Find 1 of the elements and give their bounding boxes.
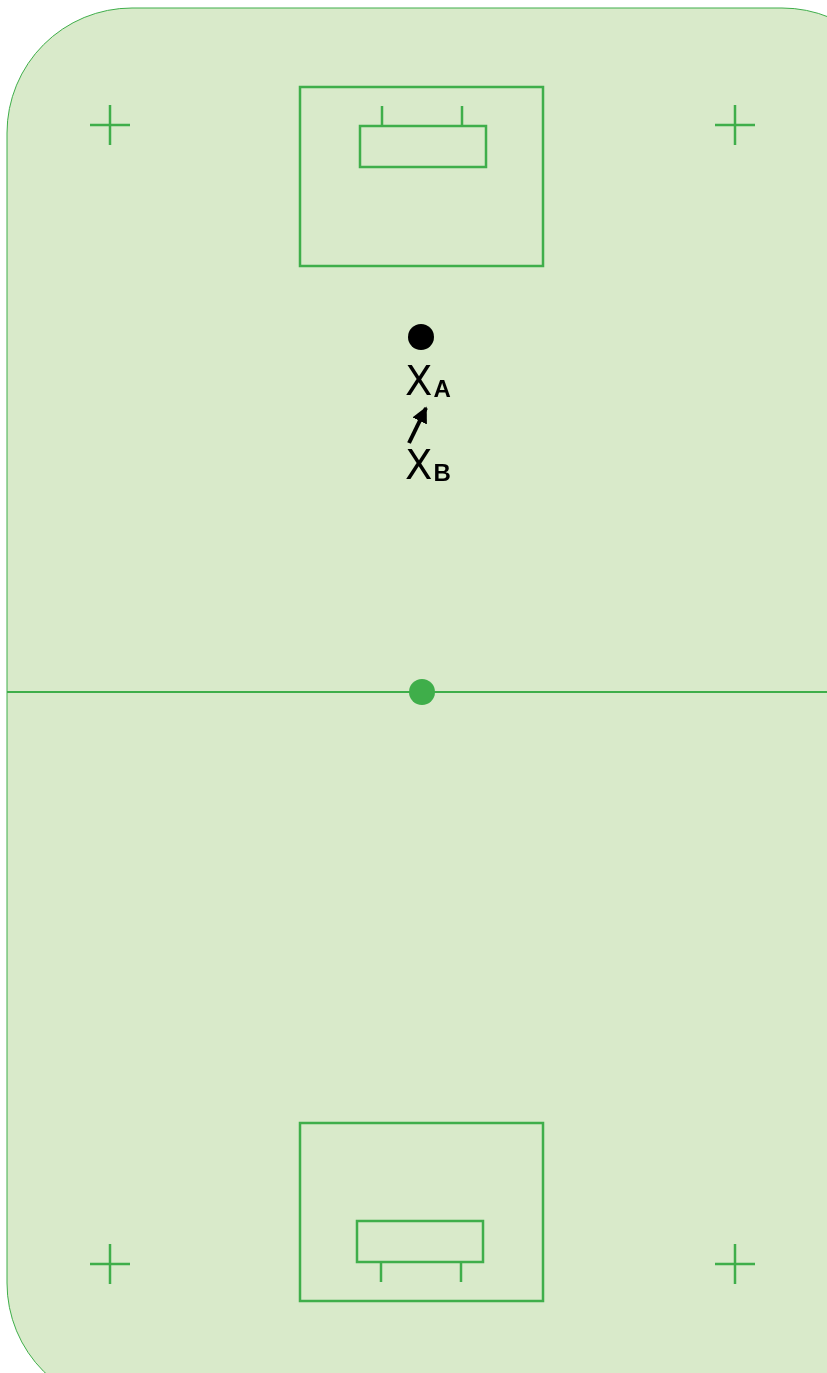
arrow	[407, 406, 428, 444]
